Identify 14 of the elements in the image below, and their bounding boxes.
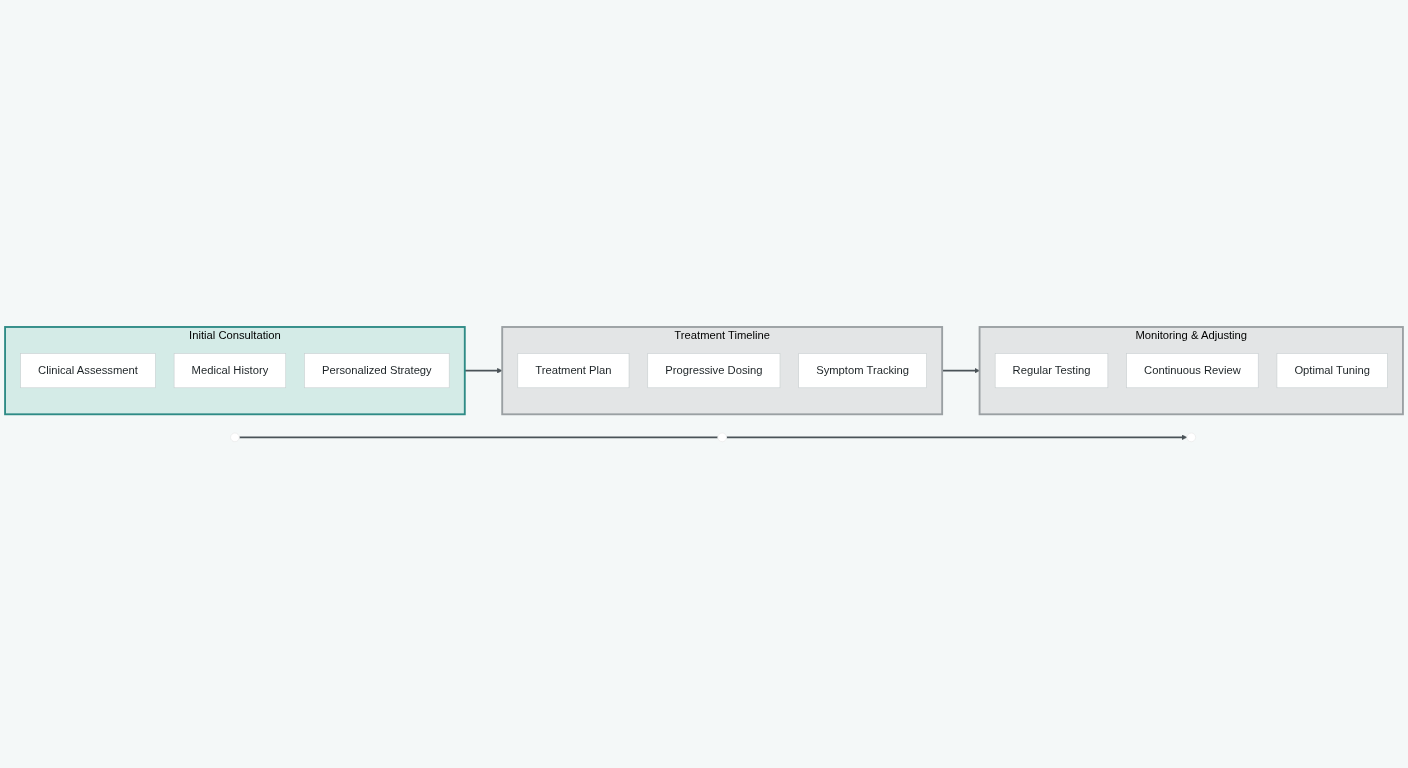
connector [238, 436, 719, 438]
node-box: Continuous Review [1126, 352, 1259, 388]
node-box: Symptom Tracking [798, 352, 927, 388]
arrow [725, 434, 1188, 440]
node-box: Personalized Strategy [304, 352, 450, 388]
node-circle [1186, 432, 1196, 442]
node-box: Medical History [173, 352, 287, 388]
node-circle [230, 432, 240, 442]
node-box: Regular Testing [994, 352, 1109, 388]
node-box: Optimal Tuning [1276, 352, 1388, 388]
node-box: Treatment Plan [517, 352, 630, 388]
node-box: Clinical Assessment [20, 352, 156, 388]
node-circle [717, 432, 727, 442]
node-box: Progressive Dosing [647, 352, 781, 388]
